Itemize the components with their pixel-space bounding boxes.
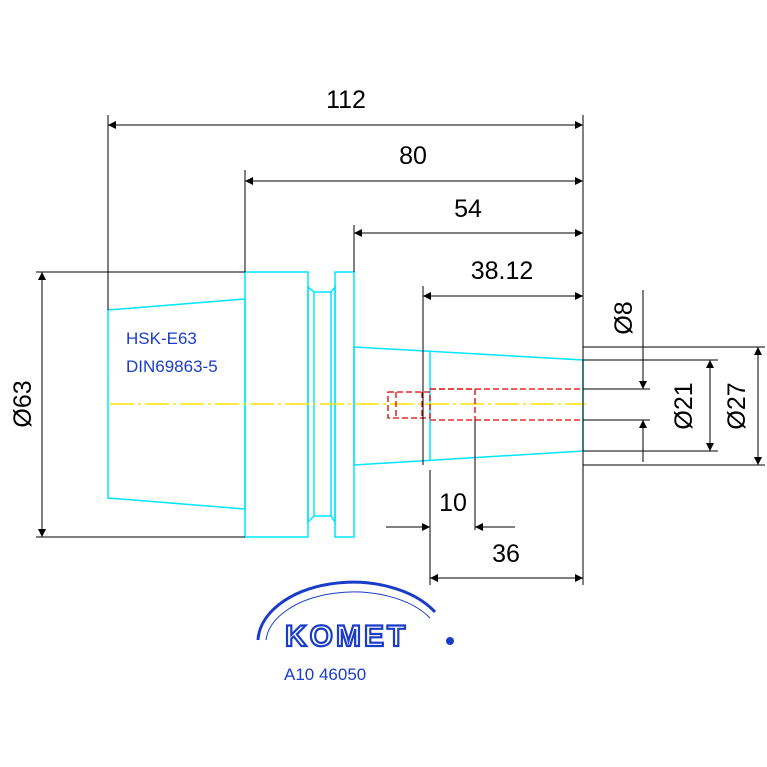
logo-dot <box>446 637 454 645</box>
dim-10: 10 <box>439 489 467 517</box>
interface-label-hsk: HSK-E63 <box>126 329 197 348</box>
thread-hole-outline <box>387 391 431 419</box>
dim-dia63: Ø63 <box>9 380 37 427</box>
logo-arc <box>256 580 437 641</box>
dimension-lines <box>38 121 762 582</box>
dim-112: 112 <box>326 86 366 114</box>
dim-dia8: Ø8 <box>610 301 638 334</box>
extension-lines <box>36 115 765 585</box>
dim-36: 36 <box>492 540 520 568</box>
hidden-bore-lines <box>387 388 583 421</box>
dim-38: 38.12 <box>471 257 534 285</box>
dim-dia21: Ø21 <box>670 382 698 429</box>
brand-logo-text: KOMET <box>285 620 408 653</box>
dim-dia27: Ø27 <box>723 382 751 429</box>
komet-logo: KOMET <box>256 580 454 654</box>
dim-80: 80 <box>399 142 427 170</box>
part-number: A10 46050 <box>284 665 366 684</box>
interface-label-din: DIN69863-5 <box>126 357 218 376</box>
dim-54: 54 <box>454 195 482 223</box>
